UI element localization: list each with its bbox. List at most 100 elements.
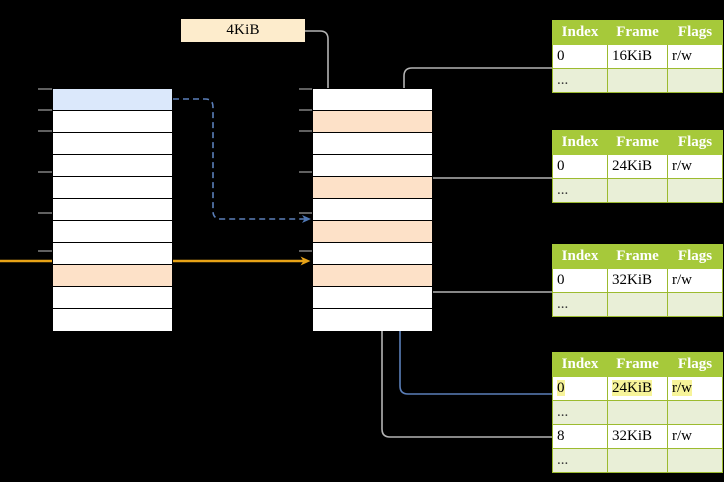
flags-cell: r/w xyxy=(667,424,723,449)
virtual-memory-column xyxy=(52,88,173,331)
index-cell: 8 xyxy=(552,424,608,449)
memory-row xyxy=(53,221,172,243)
frame-cell xyxy=(607,292,668,317)
wire-size-to-physical xyxy=(305,30,332,115)
flags-cell xyxy=(667,178,723,203)
page-table-ellipsis-row: ... xyxy=(552,448,723,473)
column-header-index: Index xyxy=(552,20,608,45)
wire-pt3-to-physical xyxy=(413,264,553,293)
memory-row xyxy=(313,243,432,265)
flags-cell: r/w xyxy=(667,268,723,293)
memory-row xyxy=(313,287,432,309)
frame-cell xyxy=(607,400,668,425)
frame-cell: 32KiB xyxy=(607,424,668,449)
memory-row xyxy=(53,199,172,221)
memory-row xyxy=(313,265,432,287)
memory-row xyxy=(313,199,432,221)
index-cell: 0 xyxy=(552,268,608,293)
memory-row xyxy=(313,89,432,111)
size-label-4kib: 4KiB xyxy=(181,19,305,42)
page-table-ellipsis-row: ... xyxy=(552,292,723,317)
memory-row xyxy=(53,265,172,287)
frame-cell: 16KiB xyxy=(607,44,668,69)
memory-row xyxy=(313,221,432,243)
memory-row xyxy=(53,177,172,199)
frame-cell: 24KiB xyxy=(607,154,668,179)
flags-cell xyxy=(667,68,723,93)
column-header-flags: Flags xyxy=(667,352,723,377)
page-table-ellipsis-row: ... xyxy=(552,400,723,425)
column-header-index: Index xyxy=(552,352,608,377)
page-table-header-row: Index Frame Flags xyxy=(552,130,723,155)
flags-cell: r/w xyxy=(667,154,723,179)
index-cell: 0 xyxy=(552,154,608,179)
memory-row xyxy=(53,111,172,133)
column-header-index: Index xyxy=(552,244,608,269)
page-table-header-row: Index Frame Flags xyxy=(552,352,723,377)
index-cell: 0 xyxy=(552,376,608,401)
highlighted-value: r/w xyxy=(672,380,692,396)
page-table-header-row: Index Frame Flags xyxy=(552,20,723,45)
highlighted-value: 24KiB xyxy=(612,380,653,396)
column-header-flags: Flags xyxy=(667,244,723,269)
physical-memory-column xyxy=(312,88,433,331)
wire-pt4-row0-to-physical xyxy=(396,219,553,395)
memory-row xyxy=(313,155,432,177)
column-header-flags: Flags xyxy=(667,20,723,45)
memory-row xyxy=(313,177,432,199)
memory-row xyxy=(313,133,432,155)
flags-cell xyxy=(667,400,723,425)
memory-row xyxy=(53,287,172,309)
memory-row xyxy=(53,309,172,331)
memory-row xyxy=(53,133,172,155)
index-cell: ... xyxy=(552,292,608,317)
column-header-frame: Frame xyxy=(607,352,668,377)
index-cell: 0 xyxy=(552,44,608,69)
memory-row xyxy=(53,89,172,111)
column-header-frame: Frame xyxy=(607,244,668,269)
virtual-column-ticks xyxy=(38,88,52,252)
wire-virtual-blue-dashed xyxy=(173,98,311,223)
wire-pt1-to-physical xyxy=(400,67,553,182)
column-header-frame: Frame xyxy=(607,130,668,155)
index-cell: ... xyxy=(552,178,608,203)
frame-cell: 32KiB xyxy=(607,268,668,293)
memory-row xyxy=(313,309,432,331)
page-table-ellipsis-row: ... xyxy=(552,68,723,93)
frame-cell xyxy=(607,178,668,203)
wire-pt4-row8-to-physical xyxy=(378,264,553,438)
index-cell: ... xyxy=(552,448,608,473)
index-cell: ... xyxy=(552,400,608,425)
size-label-text: 4KiB xyxy=(226,22,260,38)
wire-pt2-to-physical xyxy=(413,177,553,217)
memory-row xyxy=(313,111,432,133)
flags-cell xyxy=(667,292,723,317)
frame-cell xyxy=(607,68,668,93)
flags-cell: r/w xyxy=(667,376,723,401)
frame-cell: 24KiB xyxy=(607,376,668,401)
index-cell: ... xyxy=(552,68,608,93)
column-header-index: Index xyxy=(552,130,608,155)
frame-cell xyxy=(607,448,668,473)
column-header-frame: Frame xyxy=(607,20,668,45)
flags-cell: r/w xyxy=(667,44,723,69)
memory-row xyxy=(53,155,172,177)
column-header-flags: Flags xyxy=(667,130,723,155)
flags-cell xyxy=(667,448,723,473)
memory-row xyxy=(53,243,172,265)
page-table-header-row: Index Frame Flags xyxy=(552,244,723,269)
page-table-ellipsis-row: ... xyxy=(552,178,723,203)
